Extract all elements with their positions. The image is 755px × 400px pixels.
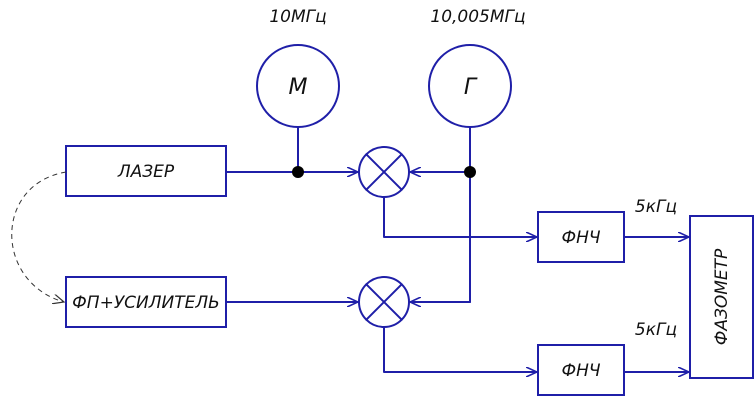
generator-g-label: Г (464, 75, 478, 100)
generator-m: М (256, 44, 340, 128)
lpf-bottom-label: ФНЧ (561, 361, 600, 381)
mixer-bottom (358, 276, 410, 328)
wire-mixer-bottom-to-lpf (383, 326, 538, 372)
lpf-top-label: ФНЧ (561, 228, 600, 248)
laser-block: ЛАЗЕР (65, 145, 227, 197)
wire-mixer-top-to-lpf (383, 196, 538, 237)
photodetector-amplifier-block: ФП+УСИЛИТЕЛЬ (65, 276, 227, 328)
lpf-top-block: ФНЧ (537, 211, 625, 263)
optical-path-dashed (11, 171, 67, 302)
generator-m-label: М (289, 75, 308, 100)
generator-g: Г (428, 44, 512, 128)
photodetector-label: ФП+УСИЛИТЕЛЬ (72, 293, 220, 313)
junction-node-g (464, 166, 476, 178)
phasemeter-label: ФАЗОМЕТР (712, 248, 732, 345)
connections (11, 126, 690, 372)
freq-label-out-bottom: 5кГц (635, 320, 677, 340)
mixer-top (358, 146, 410, 198)
junction-node-m (292, 166, 304, 178)
phasemeter-block: ФАЗОМЕТР (689, 215, 754, 379)
freq-label-out-top: 5кГц (635, 197, 677, 217)
freq-label-g: 10,005МГц (430, 7, 525, 27)
freq-label-m: 10МГц (269, 7, 326, 27)
laser-label: ЛАЗЕР (117, 162, 175, 182)
lpf-bottom-block: ФНЧ (537, 344, 625, 396)
